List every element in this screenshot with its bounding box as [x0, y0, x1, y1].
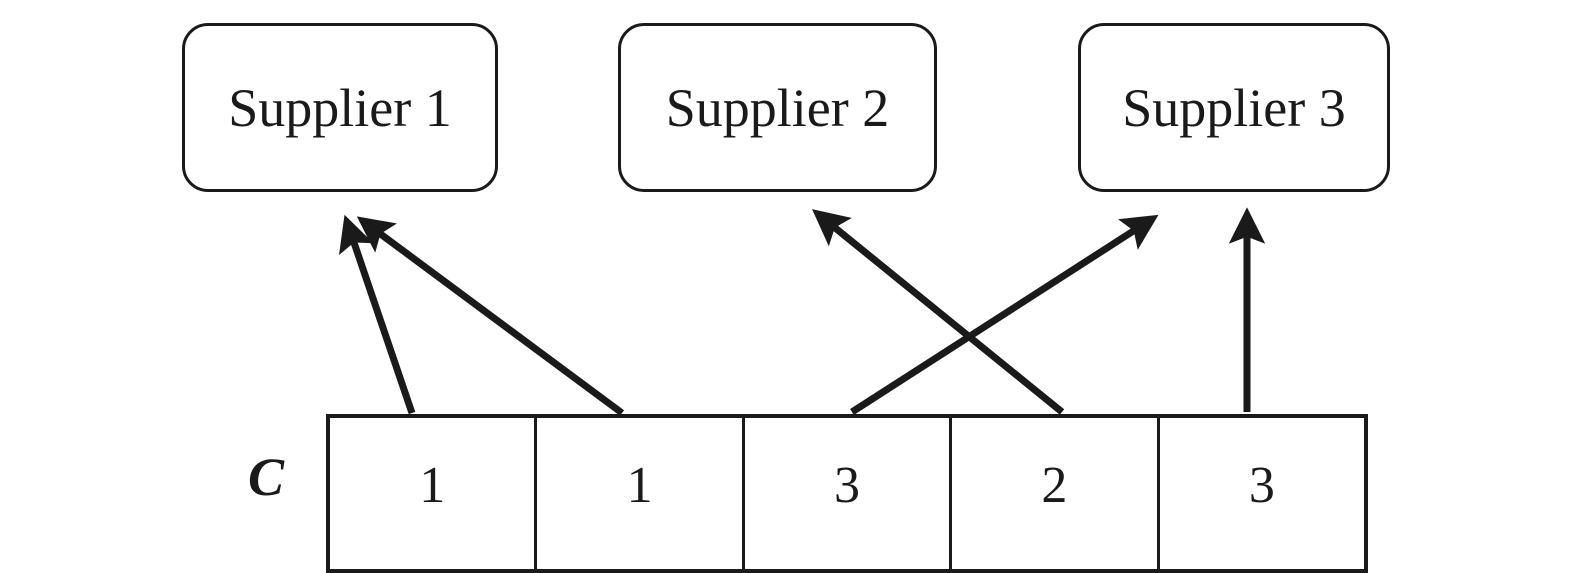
arrow-cell3-to-supplier3: [850, 214, 1159, 415]
arrow-cell4-to-supplier2: [812, 209, 1065, 415]
array-cell-value: 1: [419, 456, 446, 514]
arrow-cell2-to-supplier1: [356, 216, 625, 416]
array-table: 1 1 3 2 3: [326, 414, 1368, 573]
supplier-box-3[interactable]: Supplier 3: [1078, 23, 1390, 192]
array-cell-value: 1: [626, 456, 653, 514]
supplier-label-2: Supplier 2: [665, 77, 890, 138]
array-cell[interactable]: 3: [745, 418, 953, 569]
supplier-box-1[interactable]: Supplier 1: [182, 23, 498, 192]
array-cell[interactable]: 1: [537, 418, 745, 569]
array-cell[interactable]: 1: [330, 418, 538, 569]
array-cell-value: 2: [1041, 456, 1068, 514]
array-cell[interactable]: 3: [1160, 418, 1364, 569]
array-name-label: C: [247, 447, 285, 507]
supplier-box-2[interactable]: Supplier 2: [618, 23, 937, 192]
array-cell-value: 3: [834, 456, 861, 514]
supplier-label-3: Supplier 3: [1122, 77, 1346, 138]
supplier-label-1: Supplier 1: [228, 77, 452, 138]
array-cell-value: 3: [1248, 456, 1275, 514]
array-cell[interactable]: 2: [952, 418, 1160, 569]
arrow-cell1-to-supplier1: [339, 214, 416, 415]
